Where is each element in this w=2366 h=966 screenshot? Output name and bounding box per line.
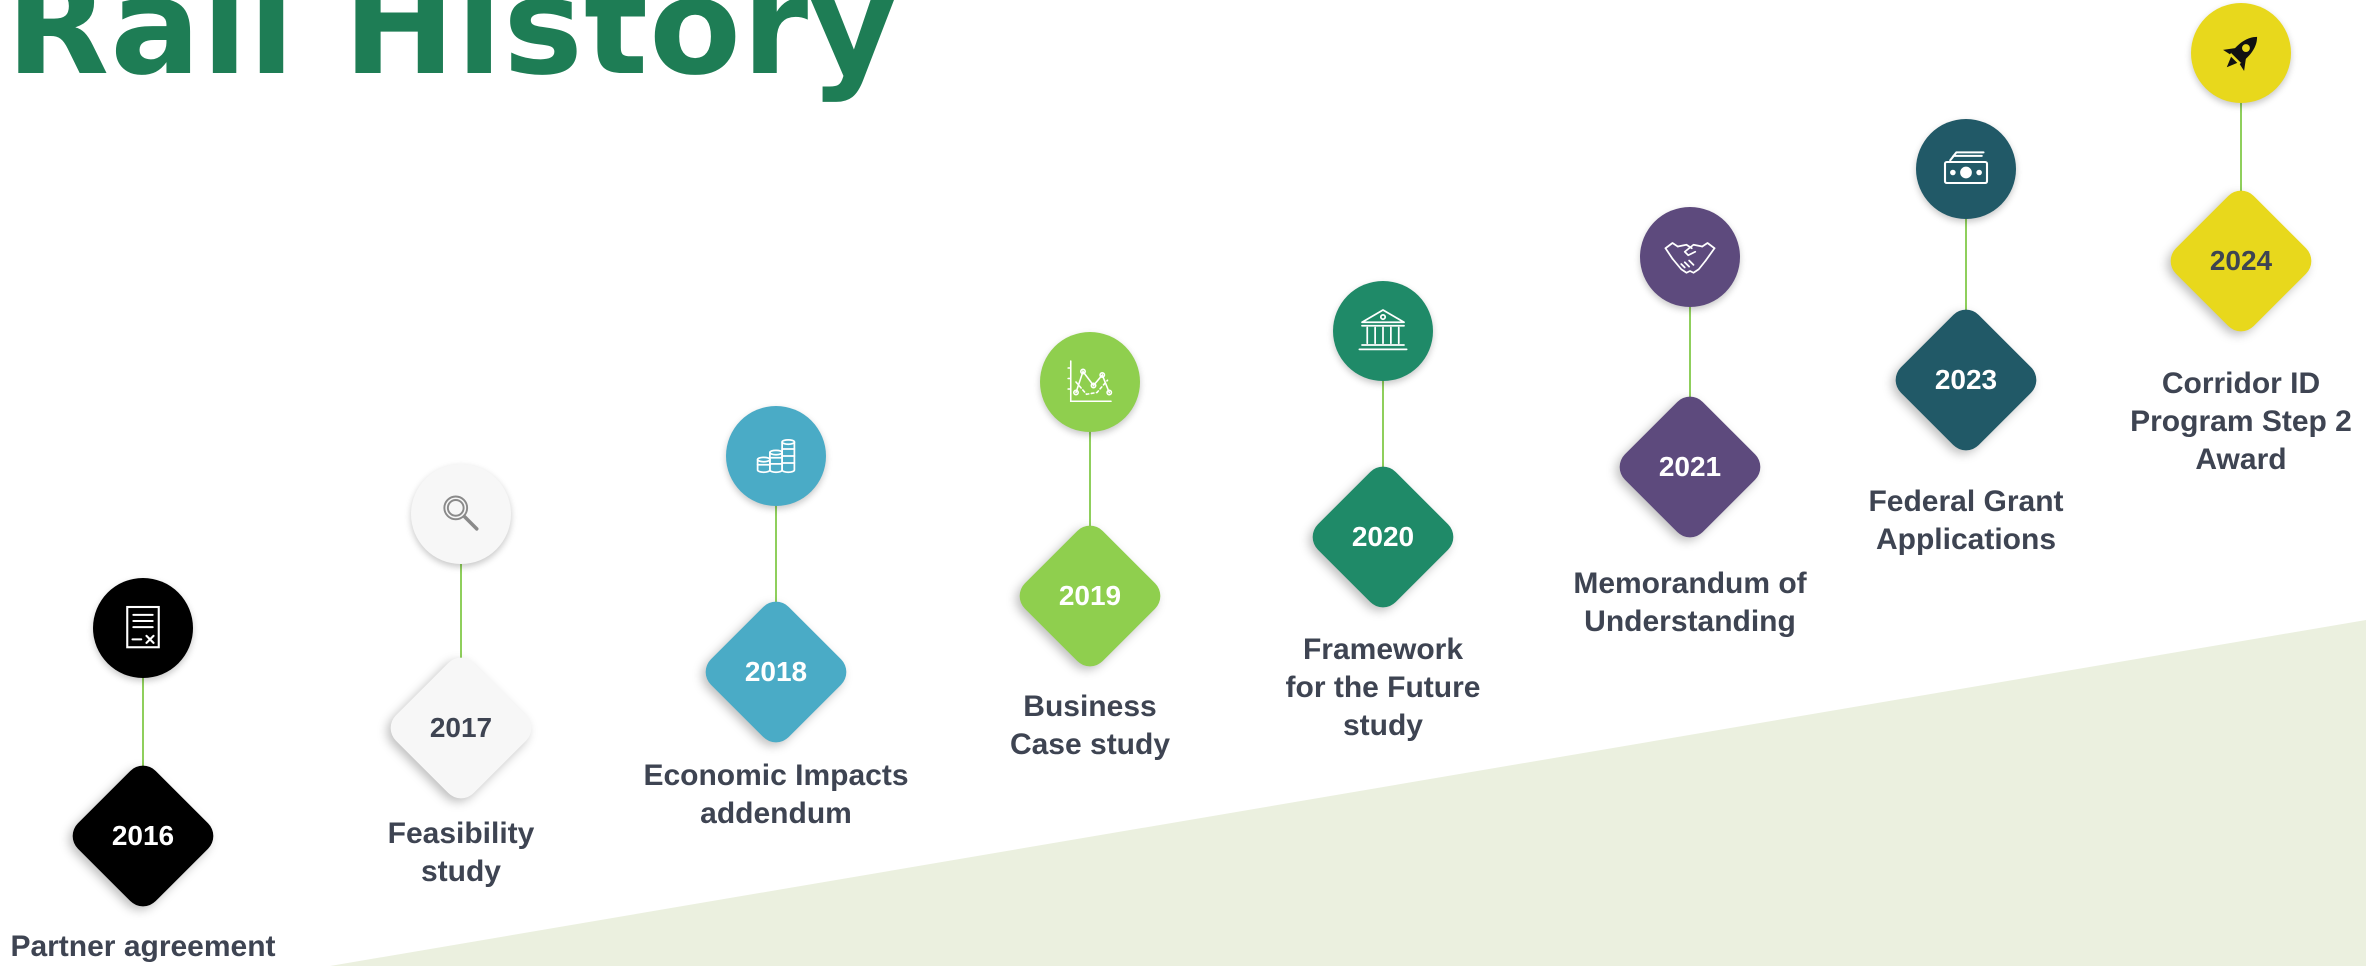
milestone-stem <box>1382 331 1384 537</box>
milestone-year: 2018 <box>744 656 808 687</box>
milestone-icon-badge <box>411 464 511 564</box>
milestone-stem <box>2240 53 2242 261</box>
milestone-caption: Feasibility study <box>301 815 621 891</box>
milestone-stem <box>460 514 462 728</box>
milestone-caption-line: Business <box>1023 690 1157 723</box>
milestone-caption-line: study <box>420 855 501 888</box>
page-title: Rail History <box>6 0 898 105</box>
milestone-year: 2023 <box>1934 364 1998 395</box>
milestone-icon-badge <box>1040 332 1140 432</box>
milestone-stem <box>775 456 777 672</box>
milestone-year: 2016 <box>111 820 175 851</box>
milestone-icon-badge <box>2191 3 2291 103</box>
milestone-caption-line: addendum <box>700 797 852 830</box>
milestone-icon-badge <box>1916 119 2016 219</box>
milestone-year: 2019 <box>1058 580 1122 611</box>
milestone-caption: Partner agreement <box>0 928 303 966</box>
coin-stacks-icon <box>756 438 796 474</box>
milestone-caption-line: Award <box>2195 443 2287 476</box>
milestone-caption-line: Program Step 2 <box>2130 405 2352 438</box>
background-wedge-shape <box>330 620 2366 966</box>
rocket-icon <box>2223 36 2258 71</box>
milestone-icon-badge <box>93 578 193 678</box>
milestone-stem <box>1089 382 1091 596</box>
milestone-caption-line: Applications <box>1875 523 2056 556</box>
milestone-caption-line: Partner agreement <box>10 930 276 963</box>
banknote-icon <box>1943 151 1989 185</box>
magnifier-icon <box>443 495 479 531</box>
milestone-caption: Economic Impacts addendum <box>616 757 936 833</box>
milestone-caption: Framework for the Future study <box>1223 631 1543 745</box>
milestone-caption-line: Federal Grant <box>1868 485 2064 518</box>
milestone-caption-line: Framework <box>1302 633 1464 666</box>
milestone-caption-line: Corridor ID <box>2161 367 2321 400</box>
document-x-icon <box>126 605 160 649</box>
milestone-caption: Business Case study <box>930 688 1250 764</box>
bank-building-icon <box>1358 309 1408 351</box>
milestone-caption: Corridor ID Program Step 2 Award <box>2081 365 2366 479</box>
milestone-stem <box>142 628 144 826</box>
milestone-year: 2017 <box>429 712 493 743</box>
milestone-caption-line: Feasibility <box>387 817 535 850</box>
milestone-caption-line: Economic Impacts <box>643 759 909 792</box>
milestone-year: 2020 <box>1351 521 1415 552</box>
line-chart-icon <box>1067 360 1113 403</box>
milestone-icon-badge <box>1640 207 1740 307</box>
milestone-icon-badge <box>1333 281 1433 381</box>
milestone-caption: Memorandum of Understanding <box>1530 565 1850 641</box>
milestone-stem <box>1965 169 1967 380</box>
milestone-caption-line: study <box>1342 709 1423 742</box>
milestone-year: 2024 <box>2209 245 2273 276</box>
milestone-caption-line: Case study <box>1009 728 1171 761</box>
milestone-caption-line: Understanding <box>1584 605 1796 638</box>
milestone-caption: Federal Grant Applications <box>1806 483 2126 559</box>
milestone-caption-line: for the Future <box>1285 671 1481 704</box>
milestone-stem <box>1689 257 1691 467</box>
handshake-icon <box>1664 242 1716 274</box>
milestone-caption-line: Memorandum of <box>1573 567 1807 600</box>
milestone-icon-badge <box>726 406 826 506</box>
milestone-year: 2021 <box>1658 451 1722 482</box>
